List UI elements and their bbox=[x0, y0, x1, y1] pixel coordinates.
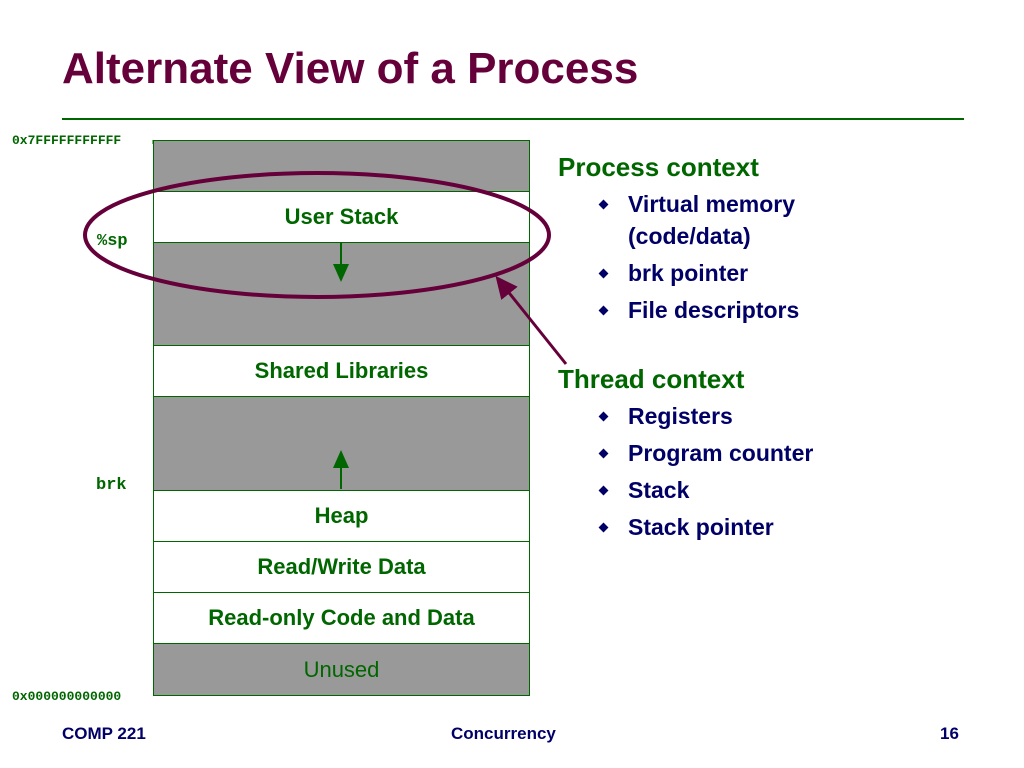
brk-label: brk bbox=[96, 476, 127, 495]
list-item: File descriptors bbox=[558, 294, 998, 326]
user-stack-segment: User Stack bbox=[153, 191, 530, 243]
read-write-data-segment: Read/Write Data bbox=[153, 541, 530, 593]
diamond-bullet-icon bbox=[598, 522, 609, 533]
list-item: Registers bbox=[558, 400, 998, 432]
footer-course: COMP 221 bbox=[62, 724, 146, 743]
list-item: (code/data) bbox=[558, 220, 998, 252]
item-label: (code/data) bbox=[628, 223, 751, 249]
diamond-bullet-icon bbox=[598, 305, 609, 316]
item-label: Registers bbox=[628, 403, 733, 429]
list-item: Stack bbox=[558, 474, 998, 506]
process-context-heading: Process context bbox=[558, 152, 759, 182]
diamond-bullet-icon bbox=[598, 268, 609, 279]
item-label: Program counter bbox=[628, 440, 814, 466]
stack-pointer-label: %sp bbox=[97, 232, 128, 251]
context-panel: Process context Virtual memory (code/dat… bbox=[558, 150, 998, 548]
thread-context-list: Registers Program counter Stack Stack po… bbox=[558, 400, 998, 543]
list-item: brk pointer bbox=[558, 257, 998, 289]
diamond-bullet-icon bbox=[598, 411, 609, 422]
list-item: Virtual memory bbox=[558, 188, 998, 220]
item-label: brk pointer bbox=[628, 260, 749, 286]
process-context-list: Virtual memory (code/data) brk pointer F… bbox=[558, 188, 998, 326]
item-label: Stack bbox=[628, 477, 690, 503]
list-item: Program counter bbox=[558, 437, 998, 469]
memory-layout-diagram: User Stack Shared Libraries Heap Read/Wr… bbox=[153, 140, 530, 696]
diamond-bullet-icon bbox=[598, 485, 609, 496]
read-only-code-segment: Read-only Code and Data bbox=[153, 592, 530, 644]
thread-context-heading: Thread context bbox=[558, 364, 745, 394]
heap-segment: Heap bbox=[153, 490, 530, 542]
footer-topic: Concurrency bbox=[451, 724, 556, 743]
diamond-bullet-icon bbox=[598, 448, 609, 459]
item-label: Stack pointer bbox=[628, 514, 774, 540]
kernel-gap-segment bbox=[153, 140, 530, 192]
top-address-label: 0x7FFFFFFFFFFF bbox=[12, 133, 122, 148]
shared-libraries-segment: Shared Libraries bbox=[153, 345, 530, 397]
footer-page-number: 16 bbox=[940, 724, 959, 743]
item-label: Virtual memory bbox=[628, 191, 796, 217]
title-divider bbox=[62, 118, 964, 120]
stack-gap-segment bbox=[153, 242, 530, 346]
unused-segment: Unused bbox=[153, 643, 530, 696]
bottom-address-label: 0x000000000000 bbox=[12, 689, 122, 704]
diamond-bullet-icon bbox=[598, 199, 609, 210]
slide-title: Alternate View of a Process bbox=[62, 44, 639, 93]
list-item: Stack pointer bbox=[558, 511, 998, 543]
heap-gap-segment bbox=[153, 396, 530, 491]
item-label: File descriptors bbox=[628, 297, 800, 323]
